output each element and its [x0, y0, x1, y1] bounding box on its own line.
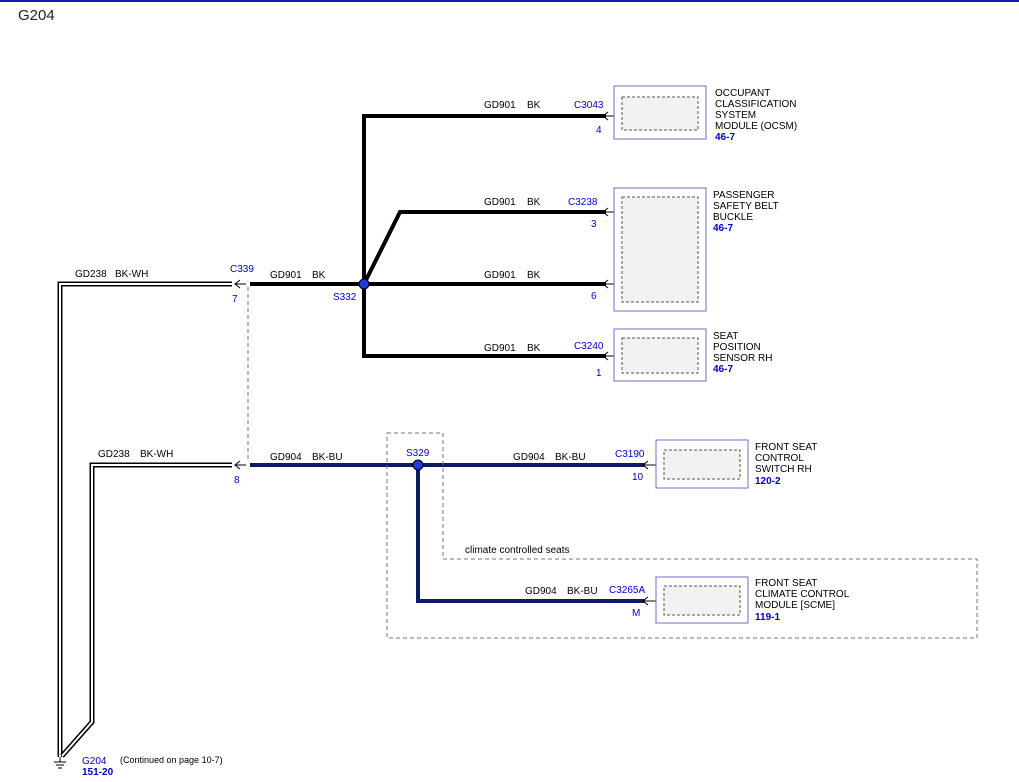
circuit-label: GD901 [484, 270, 516, 281]
pin-label: 6 [591, 291, 597, 302]
svg-text:SYSTEM: SYSTEM [715, 110, 756, 121]
splice-s332 [358, 278, 370, 290]
wire-color-label: BK-BU [567, 586, 598, 597]
connector-label: C3265A [609, 585, 645, 596]
connector-label: C3240 [574, 341, 604, 352]
circuit-label: GD901 [484, 100, 516, 111]
circuit-label: GD904 [525, 586, 557, 597]
component-label-seat-sensor: SEAT POSITION SENSOR RH 46-7 [713, 331, 772, 375]
component-front-seat-control-switch[interactable] [655, 439, 749, 489]
component-label-control-switch: FRONT SEAT CONTROL SWITCH RH 120-2 [755, 442, 817, 487]
page-ref-link: 46-7 [715, 132, 735, 143]
wire-color-label: BK-BU [312, 452, 343, 463]
circuit-label: GD901 [484, 197, 516, 208]
page-title: G204 [18, 7, 55, 24]
wire-color-label: BK [527, 100, 541, 111]
svg-text:PASSENGER: PASSENGER [713, 190, 775, 201]
wire-gd901[interactable] [250, 114, 606, 358]
circuit-label: GD904 [270, 452, 302, 463]
wire-color-label: BK [527, 270, 541, 281]
connector-label: C3190 [615, 449, 645, 460]
circuit-label: GD238 [75, 269, 107, 280]
wire-color-label: BK-WH [140, 449, 173, 460]
component-safety-belt-buckle[interactable] [613, 187, 707, 312]
svg-text:MODULE (OCSM): MODULE (OCSM) [715, 121, 797, 132]
pin-label: 8 [234, 475, 240, 486]
svg-text:FRONT SEAT: FRONT SEAT [755, 442, 817, 453]
connector-label: C3043 [574, 100, 604, 111]
option-region [386, 432, 978, 639]
component-label-ocsm: OCCUPANT CLASSIFICATION SYSTEM MODULE (O… [715, 88, 797, 143]
ground-wire-pin8[interactable] [60, 462, 232, 758]
circuit-label: GD904 [513, 452, 545, 463]
pin-label: 3 [591, 219, 597, 230]
wire-color-label: BK-WH [115, 269, 148, 280]
pin-label: M [632, 608, 640, 619]
component-label-buckle: PASSENGER SAFETY BELT BUCKLE 46-7 [713, 190, 779, 234]
wire-color-label: BK-BU [555, 452, 586, 463]
svg-text:SAFETY BELT: SAFETY BELT [713, 201, 779, 212]
component-ocsm[interactable] [613, 85, 707, 140]
page-ref-link: 119-1 [755, 612, 780, 623]
ground-wire-pin7[interactable] [57, 281, 232, 757]
svg-text:SWITCH RH: SWITCH RH [755, 464, 812, 475]
component-label-climate-module: FRONT SEAT CLIMATE CONTROL MODULE [SCME]… [755, 578, 850, 623]
page-ref-link: 46-7 [713, 364, 733, 375]
pin-arrow-icon [234, 279, 246, 470]
ground-ref-link[interactable]: 151-20 [82, 767, 114, 778]
svg-text:SEAT: SEAT [713, 331, 738, 342]
connector-label: C3238 [568, 197, 598, 208]
wire-color-label: BK [312, 270, 326, 281]
svg-text:CLASSIFICATION: CLASSIFICATION [715, 99, 797, 110]
pin-label: 7 [232, 294, 238, 305]
svg-text:FRONT SEAT: FRONT SEAT [755, 578, 817, 589]
page-ref-link: 46-7 [713, 223, 733, 234]
circuit-label: GD901 [484, 343, 516, 354]
svg-text:MODULE [SCME]: MODULE [SCME] [755, 600, 835, 611]
ground-symbol-icon [54, 757, 66, 769]
continued-note: (Continued on page 10-7) [120, 755, 223, 765]
splice-label: S329 [406, 448, 430, 459]
svg-text:CLIMATE CONTROL: CLIMATE CONTROL [755, 589, 850, 600]
component-seat-position-sensor[interactable] [613, 328, 707, 382]
splice-s329 [412, 459, 424, 471]
svg-text:CONTROL: CONTROL [755, 453, 804, 464]
pin-label: 1 [596, 368, 602, 379]
pin-label: 10 [632, 472, 644, 483]
splice-label: S332 [333, 292, 357, 303]
svg-text:POSITION: POSITION [713, 342, 761, 353]
ground-label: G204 [82, 756, 107, 767]
component-climate-control-module[interactable] [655, 576, 749, 624]
circuit-label: GD901 [270, 270, 302, 281]
svg-text:OCCUPANT: OCCUPANT [715, 88, 770, 99]
wire-color-label: BK [527, 343, 541, 354]
wire-gd904[interactable] [250, 463, 645, 603]
circuit-label: GD238 [98, 449, 130, 460]
option-label: climate controlled seats [465, 545, 570, 556]
svg-text:BUCKLE: BUCKLE [713, 212, 753, 223]
connector-label: C339 [230, 264, 254, 275]
page-ref-link: 120-2 [755, 476, 781, 487]
pin-label: 4 [596, 125, 602, 136]
wire-color-label: BK [527, 197, 541, 208]
svg-text:SENSOR RH: SENSOR RH [713, 353, 772, 364]
